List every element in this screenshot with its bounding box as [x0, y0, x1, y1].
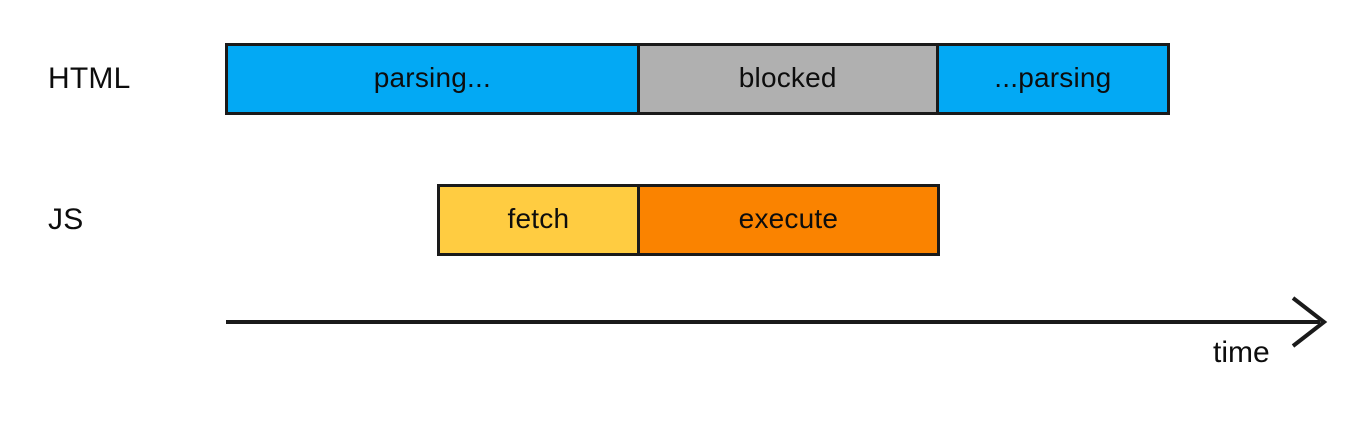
segment-html-parsing-start: parsing...	[225, 43, 640, 115]
segment-label-parsing-start: parsing...	[373, 62, 491, 93]
arrow-right-icon	[226, 296, 1328, 348]
segment-js-execute: execute	[636, 184, 940, 256]
timeline-track-html: parsing... blocked ...parsing	[225, 43, 1170, 115]
timeline-track-js: fetch execute	[437, 184, 940, 256]
time-axis-label: time	[1213, 336, 1270, 369]
segment-html-parsing-end: ...parsing	[935, 43, 1170, 115]
row-label-js: JS	[48, 203, 84, 236]
segment-label-fetch: fetch	[507, 203, 570, 234]
segment-js-fetch: fetch	[437, 184, 640, 256]
row-label-html: HTML	[48, 62, 131, 95]
segment-html-blocked: blocked	[636, 43, 939, 115]
time-axis	[224, 296, 1328, 350]
segment-label-execute: execute	[738, 203, 839, 234]
segment-label-parsing-end: ...parsing	[994, 62, 1112, 93]
segment-label-blocked: blocked	[738, 62, 837, 93]
